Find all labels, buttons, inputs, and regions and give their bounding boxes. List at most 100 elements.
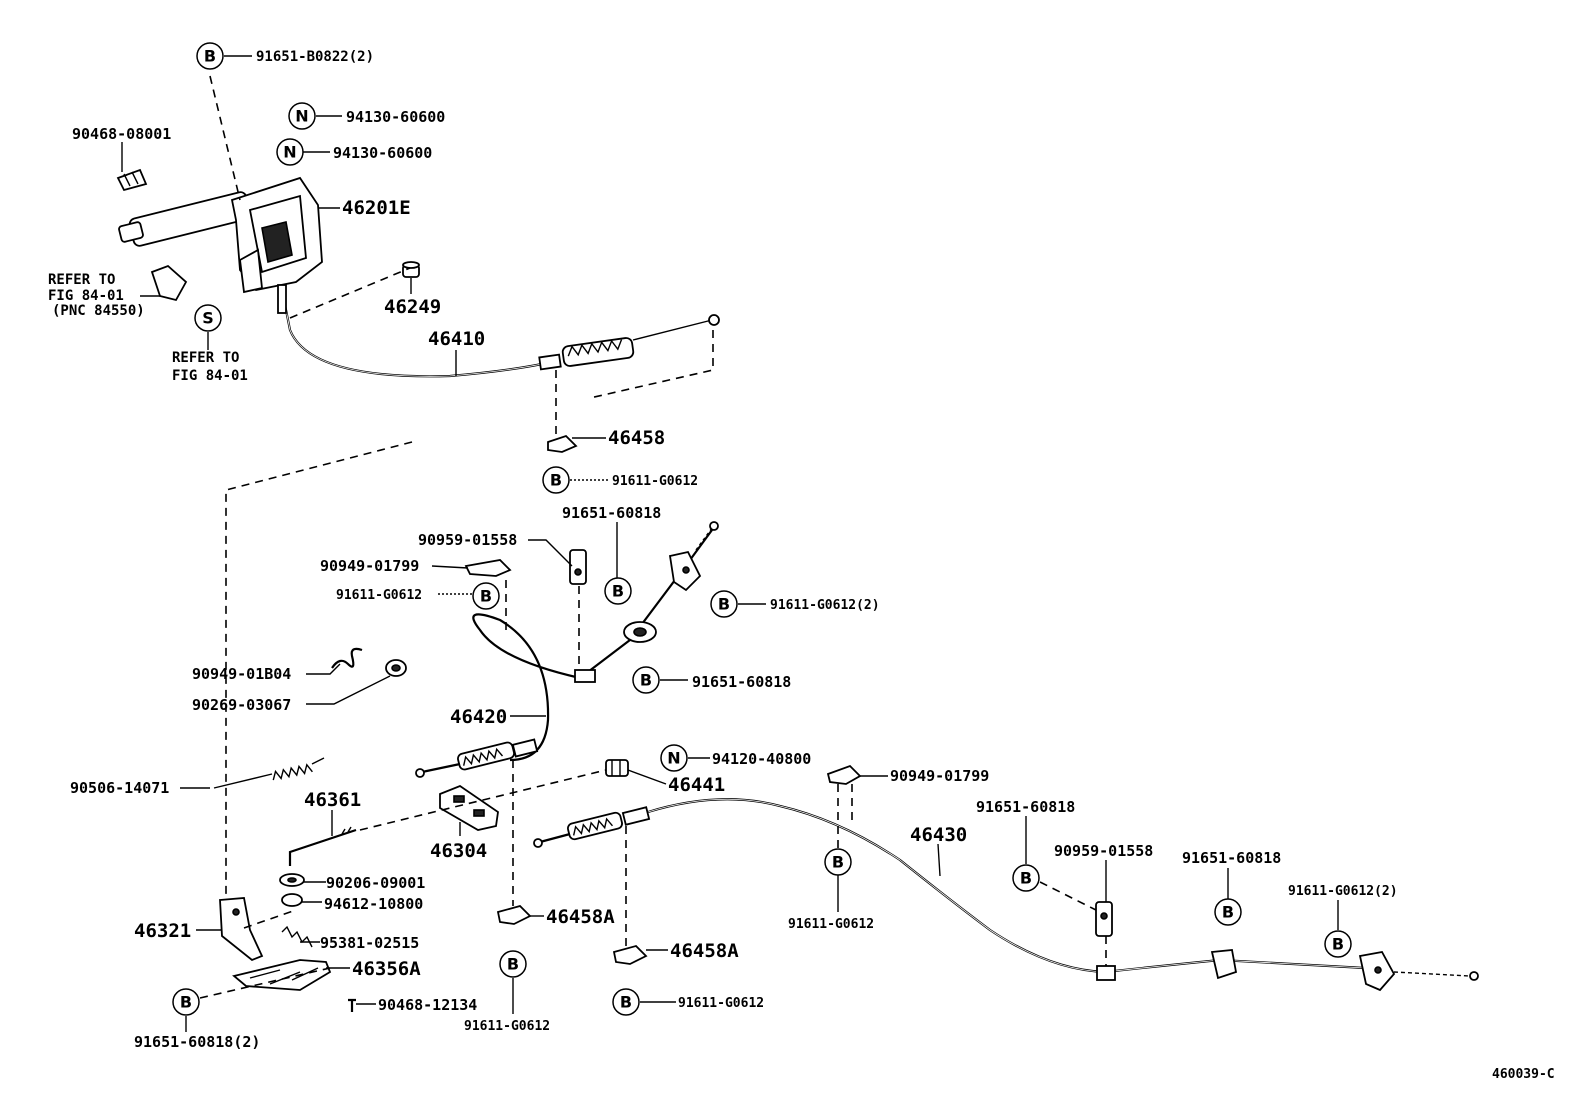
- leader: [627, 769, 667, 785]
- part-label: 46201E: [342, 197, 411, 219]
- svg-text:B: B: [832, 853, 844, 872]
- part-label: 91611-G0612: [678, 996, 764, 1011]
- refer-bracket: [150, 264, 188, 302]
- svg-text:B: B: [718, 595, 730, 614]
- front-cable-46410: [277, 284, 720, 378]
- refer-note: (PNC 84550): [52, 303, 145, 319]
- grommet-90269-03067: [385, 659, 407, 677]
- spring-95381-02515: [281, 925, 313, 948]
- svg-text:B: B: [1222, 903, 1234, 922]
- clip-90468-08001: [116, 168, 148, 192]
- part-label: 46361: [304, 789, 361, 811]
- part-label: 46458A: [670, 940, 739, 962]
- part-label: 91651-60818: [692, 673, 791, 691]
- svg-text:B: B: [480, 587, 492, 606]
- lever-46356a: [232, 959, 332, 991]
- part-label: 91651-B0822(2): [256, 49, 374, 65]
- clip-90959-01558-a: [569, 549, 587, 585]
- part-label: 91651-60818(2): [134, 1033, 260, 1051]
- dash-leader: [243, 909, 297, 929]
- nut-46441: [605, 759, 629, 777]
- equalizer-46304: [439, 784, 499, 831]
- part-label: 91611-G0612: [464, 1019, 550, 1034]
- part-label: 90949-01799: [890, 767, 989, 785]
- figure-code: 460039-C: [1492, 1067, 1555, 1082]
- washer-94612-10800: [281, 893, 303, 907]
- badge-s: S: [194, 304, 222, 332]
- badge-b: B: [472, 582, 500, 610]
- svg-text:B: B: [550, 471, 562, 490]
- badge-b: B: [1324, 930, 1352, 958]
- clip-90949-01799-b: [826, 764, 862, 785]
- part-label: 94612-10800: [324, 895, 423, 913]
- svg-text:B: B: [1332, 935, 1344, 954]
- part-label: 46430: [910, 824, 967, 846]
- badge-n: N: [288, 102, 316, 130]
- svg-text:N: N: [295, 107, 308, 126]
- part-label: 90949-01799: [320, 557, 419, 575]
- badge-b: B: [1214, 898, 1242, 926]
- bracket-46321: [219, 897, 264, 962]
- leader: [431, 565, 469, 569]
- part-label: 90949-01B04: [192, 665, 291, 683]
- badge-b: B: [542, 466, 570, 494]
- badge-b: B: [632, 666, 660, 694]
- leader: [306, 663, 341, 675]
- badge-n: N: [660, 744, 688, 772]
- part-label: 46458: [608, 427, 665, 449]
- brake-lever-assembly: [118, 176, 323, 294]
- svg-text:B: B: [612, 582, 624, 601]
- refer-note: REFER TO: [172, 350, 239, 366]
- refer-note: REFER TO: [48, 272, 115, 288]
- leader: [937, 843, 941, 877]
- part-label: 46249: [384, 296, 441, 318]
- part-label: 91611-G0612: [612, 474, 698, 489]
- svg-text:B: B: [620, 993, 632, 1012]
- part-label: 91611-G0612: [336, 588, 422, 603]
- part-label: 94130-60600: [346, 108, 445, 126]
- badge-b: B: [172, 988, 200, 1016]
- svg-text:B: B: [204, 47, 216, 66]
- badge-b: B: [710, 590, 738, 618]
- part-label: 46458A: [546, 906, 615, 928]
- part-label: 90959-01558: [1054, 842, 1153, 860]
- svg-text:B: B: [180, 993, 192, 1012]
- clip-46458a-a: [496, 904, 532, 925]
- part-label: 46356A: [352, 958, 421, 980]
- part-label: 90506-14071: [70, 779, 169, 797]
- svg-text:N: N: [667, 749, 680, 768]
- part-label: 94130-60600: [333, 144, 432, 162]
- refer-note: FIG 84-01: [172, 368, 248, 384]
- part-label: 91611-G0612(2): [1288, 884, 1398, 899]
- part-label: 90269-03067: [192, 696, 291, 714]
- part-label: 94120-40800: [712, 750, 811, 768]
- dash-leader: [289, 267, 411, 319]
- dash-leader: [1039, 881, 1097, 911]
- part-label: 46321: [134, 920, 191, 942]
- badge-b: B: [499, 950, 527, 978]
- part-label: 90206-09001: [326, 874, 425, 892]
- rod-46361: [288, 826, 357, 866]
- svg-text:N: N: [283, 143, 296, 162]
- part-label: 46304: [430, 840, 487, 862]
- badge-b: B: [824, 848, 852, 876]
- part-label: 91611-G0612: [788, 917, 874, 932]
- part-label: 46420: [450, 706, 507, 728]
- center-cable-46420: [415, 521, 719, 778]
- part-label: 46410: [428, 328, 485, 350]
- badge-b: B: [612, 988, 640, 1016]
- svg-text:S: S: [202, 309, 214, 328]
- dash-leader: [359, 769, 607, 831]
- badge-b: B: [1012, 864, 1040, 892]
- part-label: 91611-G0612(2): [770, 598, 880, 613]
- badge-b: B: [604, 577, 632, 605]
- part-label: 91651-60818: [976, 798, 1075, 816]
- part-label: 91651-60818: [562, 504, 661, 522]
- clip-90949-01799-a: [464, 559, 512, 577]
- leader: [528, 539, 573, 567]
- clip-90959-01558-b: [1095, 901, 1113, 937]
- clip-46458a-b: [612, 944, 648, 965]
- part-label: 90468-08001: [72, 125, 171, 143]
- part-label: 90468-12134: [378, 996, 477, 1014]
